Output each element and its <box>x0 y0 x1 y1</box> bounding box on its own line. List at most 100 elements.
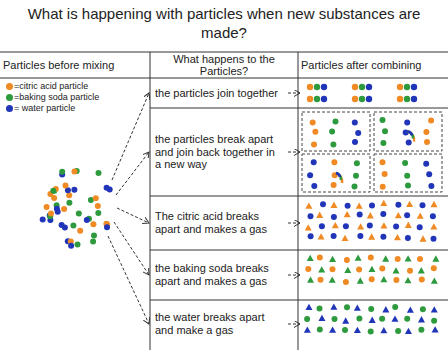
particle-dot <box>426 171 432 177</box>
gas-particle <box>431 277 438 283</box>
particle-dot <box>380 234 386 240</box>
gas-particle <box>318 315 325 321</box>
particle-dot <box>423 161 429 167</box>
particle-dot <box>404 96 410 102</box>
legend-text: = water particle <box>14 103 75 113</box>
gas-particle <box>357 277 364 283</box>
gas-particle <box>420 235 427 241</box>
dashed-box <box>374 112 442 151</box>
particle-dot <box>366 96 372 102</box>
gas-particle <box>305 224 312 230</box>
particle-dot <box>405 235 411 241</box>
gas-particle <box>405 222 412 228</box>
particle-dot <box>331 159 337 165</box>
particle-dot <box>91 232 97 238</box>
particle-dot <box>380 140 386 146</box>
cell-text: the baking soda breaks apart and makes a… <box>155 262 283 287</box>
swirl-mark <box>408 132 414 142</box>
gas-particle <box>380 327 387 333</box>
particle-dot <box>76 210 82 216</box>
gas-particle <box>329 277 336 283</box>
gas-particle <box>432 255 439 261</box>
particle-dot <box>62 225 68 231</box>
gas-particle <box>369 317 376 323</box>
gas-particle <box>356 202 363 208</box>
swirl-mark <box>408 132 413 139</box>
particle-dot <box>66 200 72 206</box>
column-header: Particles before mixing <box>3 59 147 71</box>
particle-dot <box>424 139 430 145</box>
particle-dot <box>368 329 374 335</box>
particle-dot <box>331 233 337 239</box>
process-cell: the particles join together <box>152 85 286 102</box>
gas-particle <box>391 315 398 321</box>
column-header: Particles after combining <box>301 59 446 71</box>
particle-dot <box>404 173 410 179</box>
legend-entry: =citric acid particle <box>6 81 88 92</box>
cell-text: The citric acid breaks apart and makes a… <box>155 210 283 235</box>
dashed-arrow <box>288 93 300 94</box>
particle-dot <box>404 84 410 90</box>
particle-dot <box>404 120 410 126</box>
gas-particle <box>380 200 387 206</box>
particle-dot <box>344 257 350 263</box>
particle-dot <box>93 195 99 201</box>
legend-swatch <box>6 94 13 101</box>
gas-particle <box>431 201 438 207</box>
particle-dot <box>411 84 417 90</box>
particle-dot <box>317 306 323 312</box>
dashed-box <box>302 154 370 192</box>
particle-dot <box>380 184 386 190</box>
dashed-box <box>374 154 442 192</box>
gas-particle <box>407 306 414 312</box>
particle-dot <box>343 279 349 285</box>
swirl-mark <box>336 173 341 180</box>
particle-dot <box>311 159 317 165</box>
particle-dot <box>428 117 434 123</box>
particle-dot <box>353 173 359 179</box>
table-grid <box>0 52 448 350</box>
gas-particle <box>405 328 412 334</box>
particle-dot <box>54 206 60 212</box>
particle-dot <box>317 255 323 261</box>
particle-dot <box>59 169 65 175</box>
legend-swatch <box>6 105 13 112</box>
gas-particle <box>307 255 314 261</box>
cell-text: the particles break apart and join back … <box>155 133 283 171</box>
dashed-arrow <box>116 152 149 195</box>
particle-dot <box>405 183 411 189</box>
gas-particle <box>304 327 311 333</box>
particle-dot <box>95 210 101 216</box>
particle-dot <box>366 84 372 90</box>
gas-particle <box>354 327 361 333</box>
process-cell: the particles break apart and join back … <box>152 131 286 173</box>
particle-dot <box>359 84 365 90</box>
gas-particle <box>432 326 439 332</box>
particle-dot <box>423 129 429 135</box>
particle-dot <box>356 315 362 321</box>
dashed-arrow <box>117 208 149 223</box>
gas-particle <box>382 306 389 312</box>
gas-particle <box>332 222 339 228</box>
gas-particle <box>318 266 325 272</box>
gas-particle <box>305 202 312 208</box>
gas-particle <box>342 235 349 241</box>
particle-dot <box>318 277 324 283</box>
particle-dot <box>310 120 316 126</box>
gas-particle <box>394 234 401 240</box>
particle-dot <box>357 212 363 218</box>
particle-dot <box>359 96 365 102</box>
worksheet-title: What is happening with particles when ne… <box>12 4 436 42</box>
particle-dot <box>430 213 436 219</box>
particle-dot <box>90 221 96 227</box>
legend-text: =citric acid particle <box>14 81 88 91</box>
particle-dot <box>66 192 72 198</box>
particle-dot <box>369 203 375 209</box>
particle-dot <box>321 84 327 90</box>
particle-dot <box>354 160 360 166</box>
particle-dot <box>369 276 375 282</box>
particle-dot <box>321 96 327 102</box>
gas-particle <box>404 277 411 283</box>
particle-dot <box>40 216 46 222</box>
dashed-arrows <box>108 93 300 324</box>
